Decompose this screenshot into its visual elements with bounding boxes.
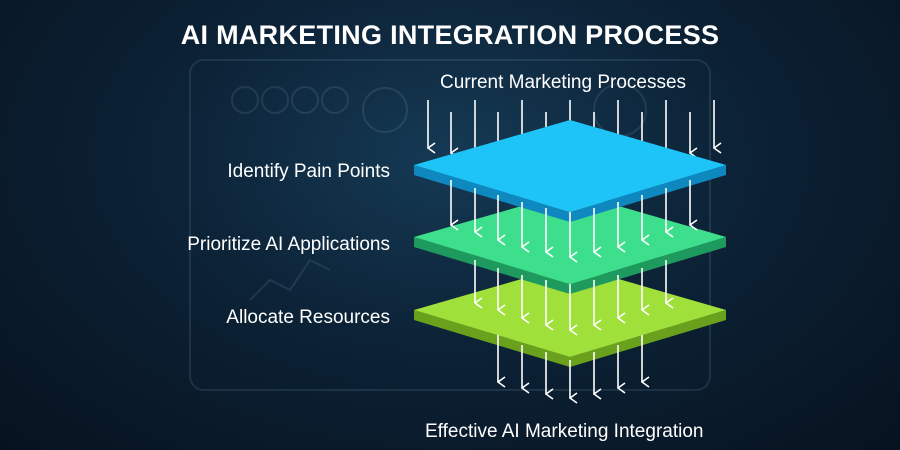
output-label: Effective AI Marketing Integration <box>425 421 704 442</box>
input-label: Current Marketing Processes <box>440 72 687 93</box>
layer-label-3: Allocate Resources <box>226 307 390 328</box>
layer-3-edge <box>414 310 570 367</box>
output-arrows <box>498 335 642 398</box>
layer-label-2: Prioritize AI Applications <box>187 234 390 255</box>
layer-2-edge-right <box>570 237 726 294</box>
layer-2-edge <box>414 237 570 294</box>
through-arrows <box>451 180 690 330</box>
layer-1-edge-right <box>570 165 726 222</box>
layer-label-1: Identify Pain Points <box>227 161 390 182</box>
page-title: AI MARKETING INTEGRATION PROCESS <box>180 20 720 50</box>
layer-1-edge <box>414 165 570 222</box>
layer-3-edge-right <box>570 310 726 367</box>
layer-plate-identify-pain-points <box>414 120 726 222</box>
layer-1-top <box>414 120 726 212</box>
